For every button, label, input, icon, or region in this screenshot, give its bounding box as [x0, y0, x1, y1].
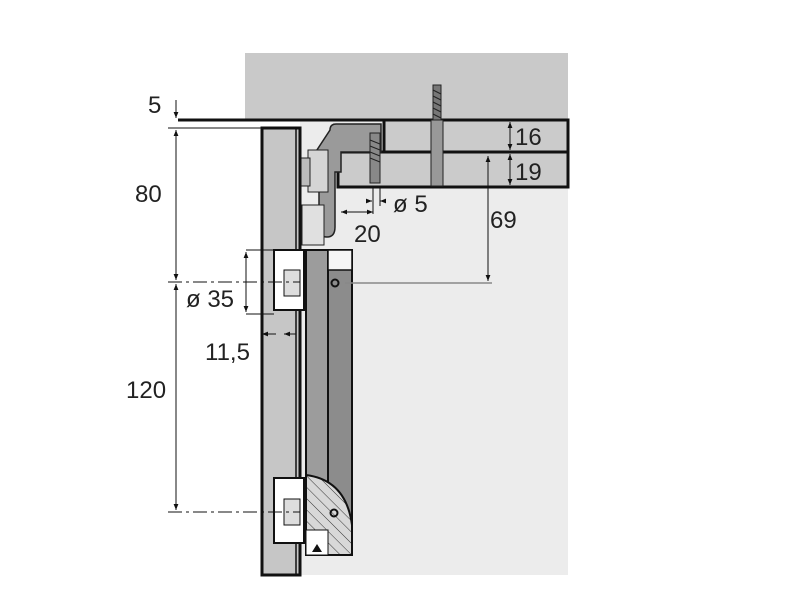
- dim-gap-top: 5: [148, 92, 161, 119]
- ceiling: [245, 53, 568, 120]
- dim-cup-diameter: ø 35: [186, 286, 234, 313]
- dim-board-top: 16: [515, 124, 542, 151]
- pivot-icon-bottom: [329, 508, 339, 518]
- dimension-lines: [168, 100, 513, 513]
- pivot-icon: [330, 278, 340, 288]
- hinge-bottom: [273, 477, 305, 544]
- hinge-top: [273, 249, 305, 311]
- dim-screw-diameter: ø 5: [393, 191, 428, 218]
- dim-hinge-spacing: 120: [126, 377, 166, 404]
- long-screw-icon: [430, 84, 444, 187]
- profile-cap: [327, 249, 353, 271]
- board-16: [382, 118, 570, 154]
- dim-hinge-top: 80: [135, 181, 162, 208]
- lock-block: [305, 529, 329, 556]
- dim-cup-offset: 11,5: [205, 339, 250, 366]
- short-screw-icon: [369, 132, 381, 184]
- dim-board-bottom: 19: [515, 159, 542, 186]
- dim-rail-height: 69: [490, 207, 517, 234]
- triangle-icon: [312, 544, 322, 552]
- carrier-block: [301, 204, 325, 246]
- roller: [307, 149, 329, 193]
- dim-rail-depth: 20: [354, 221, 381, 248]
